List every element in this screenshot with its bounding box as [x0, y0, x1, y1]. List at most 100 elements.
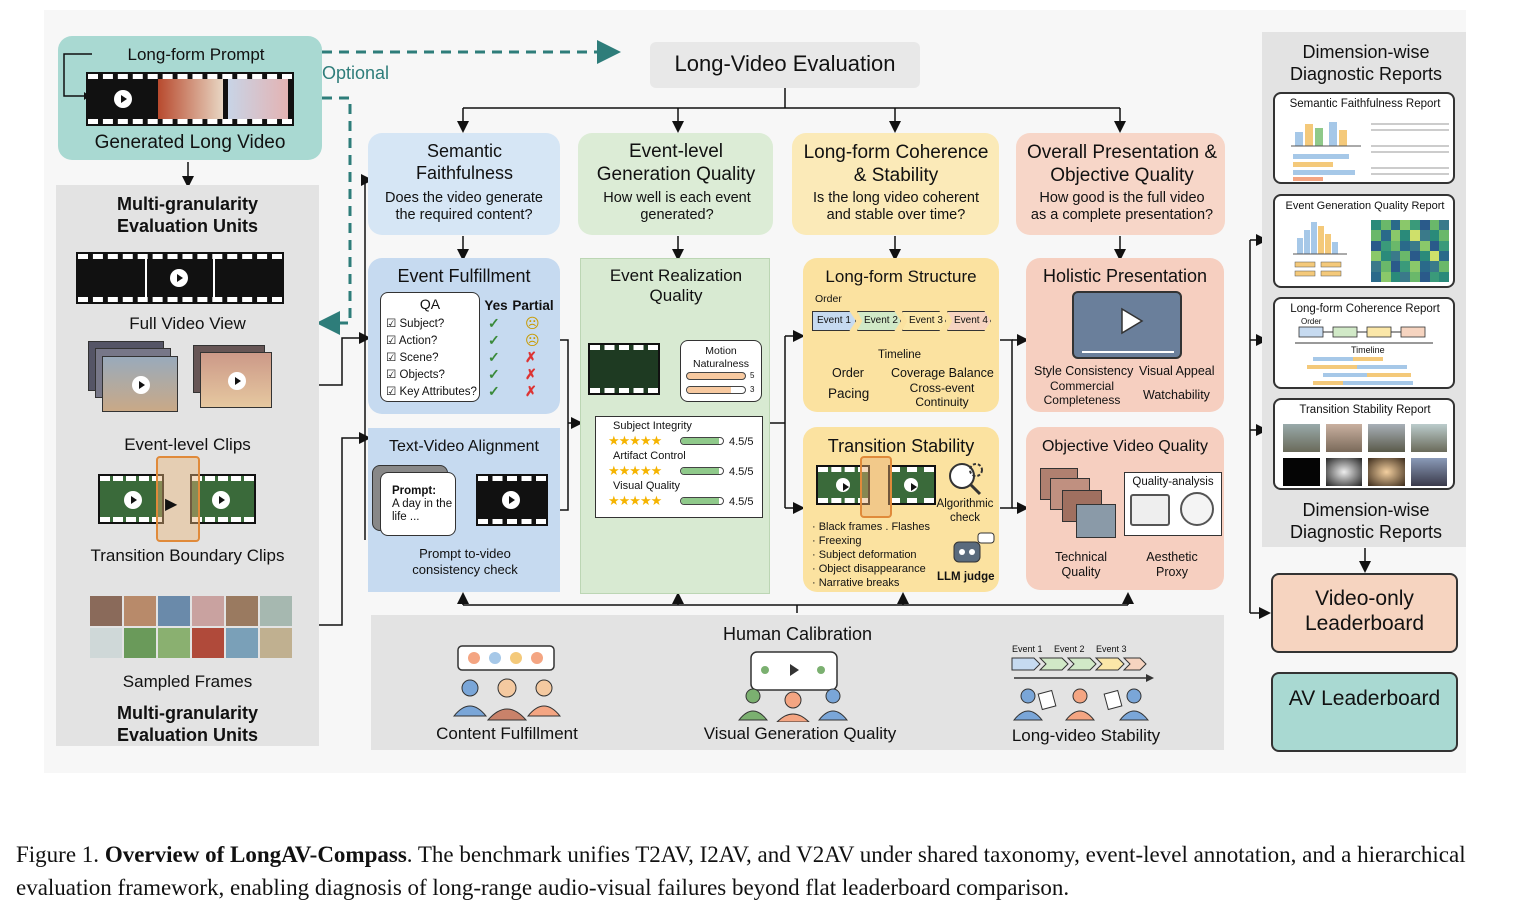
ovq-tech-label: Technical Quality [1054, 550, 1108, 579]
people-speech-icon [452, 644, 562, 721]
av-leaderboard[interactable] [1271, 672, 1458, 752]
star-rating: ★★★★★ [608, 433, 662, 448]
ts-algo-label: Algorithmic check [936, 498, 994, 524]
human-event-1: Event 1 [1012, 644, 1043, 654]
magnifier-gear-icon [946, 460, 983, 496]
hp-watch-label: Watchability [1143, 388, 1210, 402]
report-coherence-order: Order [1301, 317, 1322, 326]
prompt-label: Long-form Prompt [127, 45, 265, 64]
figure-caption: Figure 1. Overview of LongAV-Compass. Th… [16, 842, 1466, 900]
transition-clips-label: Transition Boundary Clips [90, 546, 285, 565]
score-label: Artifact Control [613, 450, 686, 462]
qa-item: ☑ Objects? [386, 369, 445, 381]
reports-title: Dimension-wise Diagnostic Reports [1289, 42, 1443, 84]
main-title: Long-Video Evaluation [674, 51, 896, 76]
mini-histogram-icon [1293, 222, 1347, 277]
event-chevron: Event 2 [857, 311, 901, 331]
human-event-2: Event 2 [1054, 644, 1085, 654]
lfs-pacing-label: Pacing [828, 386, 870, 401]
qa-item-list: ☑ Subject? ☑ Action? ☑ Scene? ☑ Objects?… [386, 316, 477, 401]
ts-llm-label: LLM judge [937, 571, 995, 583]
human-c2-label: Visual Generation Quality [703, 724, 897, 743]
report-event: Event Generation Quality Report [1273, 194, 1455, 288]
score-card [595, 416, 763, 518]
qa-item: ☑ Key Attributes? [386, 386, 477, 398]
score-bar [680, 437, 724, 445]
tva-caption: Prompt to-video consistency check [412, 546, 518, 577]
robot-icon [950, 532, 995, 568]
play-icon [836, 478, 850, 492]
prompt-card: Prompt: A day in the life ... [380, 472, 456, 536]
report-transition-title: Transition Stability Report [1299, 404, 1431, 416]
err-video-film [588, 343, 660, 395]
prompt-arrow [63, 53, 92, 100]
video-label: Generated Long Video [94, 132, 286, 153]
score-value: 4.5/5 [729, 496, 754, 508]
score-value: 4.5/5 [729, 466, 754, 478]
mini-text-lines-icon [1371, 123, 1449, 175]
full-video-film [76, 252, 284, 304]
cross-icon: ✗ [525, 383, 537, 399]
units-bottom-title: Multi-granularity Evaluation Units [116, 703, 259, 745]
dim-event-title: Event-level Generation Quality [596, 141, 756, 185]
dim-coherence-box [792, 133, 999, 235]
units-title: Multi-granularity Evaluation Units [116, 194, 259, 236]
qa-item: ☑ Scene? [386, 352, 439, 364]
human-title: Human Calibration [722, 624, 873, 644]
play-icon [904, 478, 918, 492]
play-icon [212, 491, 230, 509]
dim-overall-title: Overall Presentation & Objective Quality [1026, 142, 1218, 186]
play-icon [114, 90, 132, 108]
transition-clip-film-b [190, 474, 256, 524]
qa-card [380, 292, 480, 402]
report-semantic: Semantic Faithfulness Report [1273, 92, 1455, 184]
monitor-chart-icon [1130, 494, 1170, 526]
frame-thumbnail [228, 79, 288, 119]
play-icon [502, 491, 520, 509]
dim-event-question: How well is each event generated? [603, 190, 751, 224]
lfs-coverage-label: Coverage Balance [891, 366, 994, 380]
generated-video-film [86, 72, 294, 126]
dim-coherence-question: Is the long video coherent and stable ov… [812, 190, 980, 224]
report-semantic-title: Semantic Faithfulness Report [1289, 98, 1441, 110]
optional-label: Optional [322, 63, 390, 83]
check-icon: ✓ [488, 383, 500, 399]
event-fulfillment-title: Event Fulfillment [397, 266, 531, 286]
arrow-right-icon: ▶ [165, 496, 178, 513]
full-video-label: Full Video View [129, 314, 246, 333]
video-only-leaderboard[interactable] [1271, 573, 1458, 653]
mini-bar-chart-icon [1291, 122, 1361, 181]
main-title-box [650, 42, 920, 88]
lfs-order2-label: Order [832, 366, 864, 380]
report-transition: Transition Stability Report [1273, 398, 1455, 490]
partial-mark-icons: ☹☹✗✗✗ [525, 315, 540, 400]
score-bar [680, 467, 724, 475]
lfs-box [803, 258, 999, 412]
mini-timeline-icon [1295, 326, 1433, 385]
check-icon: ✓ [488, 315, 500, 331]
human-event-3: Event 3 [1096, 644, 1127, 654]
tva-title: Text-Video Alignment [388, 438, 539, 455]
motion-value-2: 3 [750, 385, 755, 394]
dim-overall-question: How good is the full video as a complete… [1030, 190, 1214, 224]
score-label: Visual Quality [613, 480, 681, 492]
hp-title: Holistic Presentation [1042, 266, 1208, 286]
reports-bottom-title: Dimension-wise Diagnostic Reports [1289, 500, 1443, 542]
play-icon [170, 269, 188, 287]
cross-icon: ✗ [525, 366, 537, 382]
av-leaderboard-label: AV Leaderboard [1288, 687, 1441, 710]
transition-frames-grid [1283, 424, 1447, 486]
dim-semantic-question: Does the video generate the required con… [385, 190, 543, 224]
score-bar [680, 497, 724, 505]
check-icon: ✓ [488, 332, 500, 348]
check-icon: ✓ [488, 349, 500, 365]
quality-analysis-label: Quality-analysis [1132, 476, 1214, 488]
dim-overall-box [1016, 133, 1225, 235]
sampled-frames-label: Sampled Frames [122, 672, 253, 691]
report-coherence-timeline: Timeline [1351, 345, 1385, 355]
brain-gear-icon [1180, 492, 1214, 526]
hp-commercial-label: Commercial Completeness [1043, 379, 1121, 408]
lfs-order-label: Order [815, 293, 842, 305]
ts-film-a [816, 465, 870, 505]
dim-coherence-title: Long-form Coherence & Stability [803, 142, 989, 186]
